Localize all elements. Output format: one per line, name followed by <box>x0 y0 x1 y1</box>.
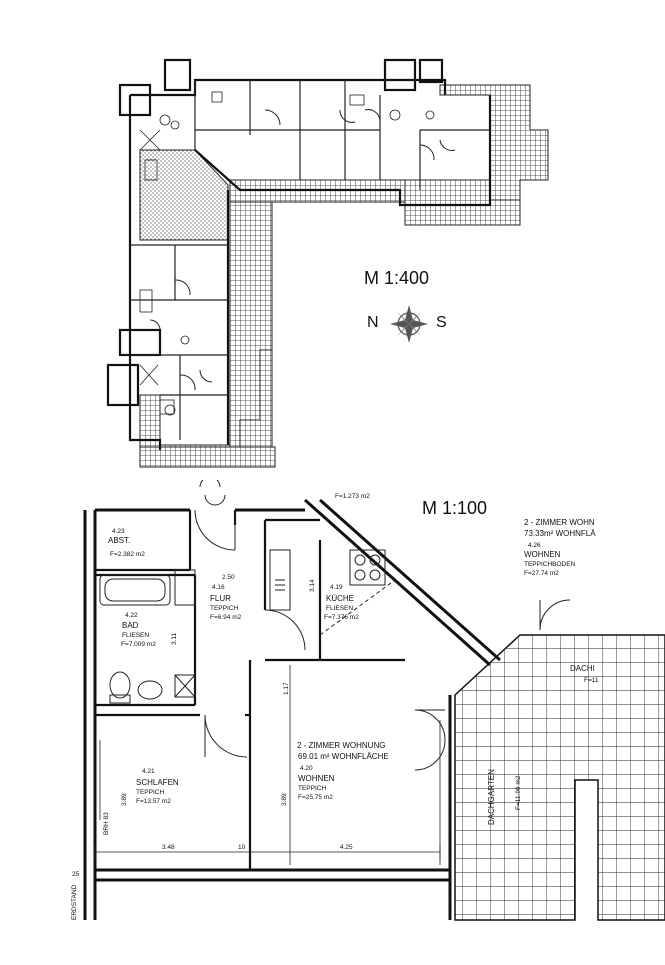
apartment-area: 69.01 m² WOHNFLÄCHE <box>298 752 389 761</box>
dim-left-edge: ERDSTAND <box>71 884 78 920</box>
detail-doors <box>194 476 571 771</box>
room-kueche-area: F=7.376 m2 <box>324 614 359 621</box>
room-schlafen-dim: 3.89 <box>121 793 128 806</box>
room-flur-name: FLUR <box>210 594 231 603</box>
top-area-label: F=1.273 m2 <box>335 493 370 500</box>
terrace-name: DACHGARTEN <box>487 769 496 825</box>
neighbor-floor: TEPPICHBODEN <box>524 561 576 568</box>
room-kueche-number: 4.19 <box>330 584 343 591</box>
room-abst-number: 4.23 <box>112 528 125 535</box>
neighbor-number: 4.26 <box>528 542 541 549</box>
room-bad-dim: 3.11 <box>171 632 178 645</box>
overview-plan: M 1:400 N S <box>0 0 665 480</box>
room-abst-area: F=2.382 m2 <box>110 551 145 558</box>
overview-partitions <box>130 80 490 440</box>
dim-schlafen-width: 3.48 <box>162 844 175 851</box>
detail-dimension-lines <box>94 665 441 865</box>
dim-wall: 10 <box>238 844 246 851</box>
overview-plan-drawing <box>106 58 549 468</box>
room-wohnen-name: WOHNEN <box>298 774 335 783</box>
compass-rose-icon <box>390 305 428 343</box>
compass-north-label: N <box>367 314 379 331</box>
compass-south-label: S <box>436 314 447 331</box>
room-wohnen-area: F=25.75 m2 <box>298 794 333 801</box>
neighbor-room-area: F=27.74 m2 <box>524 570 559 577</box>
room-flur-floor: TEPPICH <box>210 605 238 612</box>
room-wohnen-dim: 3.89 <box>281 793 288 806</box>
overview-fixtures <box>139 91 435 416</box>
room-bad-floor: FLIESEN <box>122 632 149 639</box>
dim-sill: BRH 83 <box>103 812 110 835</box>
room-kueche-dim: 3.14 <box>309 579 316 592</box>
overview-doors <box>149 109 456 391</box>
dim-wohnen-width: 4.25 <box>340 844 353 851</box>
room-flur-number: 4.16 <box>212 584 225 591</box>
neighbor-title: 2 - ZIMMER WOHN <box>524 518 595 527</box>
room-schlafen-floor: TEPPICH <box>136 789 164 796</box>
roof-label: DACHI <box>570 664 595 673</box>
room-bad-area: F=7.009 m2 <box>121 641 156 648</box>
room-schlafen-name: SCHLAFEN <box>136 778 179 787</box>
terrace-tiles <box>454 634 665 921</box>
neighbor-area: 73.33m² WOHNFLÄ <box>524 529 596 538</box>
room-bad-number: 4.22 <box>125 612 138 619</box>
overview-walls <box>106 58 492 450</box>
room-wohnen-floor: TEPPICH <box>298 785 326 792</box>
dim-left-num: 25 <box>72 871 80 878</box>
overview-scale-label: M 1:400 <box>364 268 430 288</box>
terrace-area: F=11.99 m2 <box>515 775 522 810</box>
detail-plan-labels: F=1.273 m2 4.23 ABST. F=2.382 m2 2.50 4.… <box>71 493 599 920</box>
apartment-title: 2 - ZIMMER WOHNUNG <box>297 741 385 750</box>
terrace-bands <box>139 84 549 468</box>
room-flur-note: 2.50 <box>222 574 235 581</box>
stair-hall-hatch <box>139 149 229 241</box>
room-bad-name: BAD <box>122 621 139 630</box>
room-kueche-name: KÜCHE <box>326 594 354 603</box>
roof-area: F=11 <box>584 677 599 684</box>
room-abst-name: ABST. <box>108 536 130 545</box>
room-flur-area: F=6.94 m2 <box>210 614 242 621</box>
room-schlafen-area: F=13.57 m2 <box>136 798 171 805</box>
detail-plan-drawing <box>83 476 665 921</box>
detail-fixtures <box>99 549 386 704</box>
detail-scale-label: M 1:100 <box>422 498 488 518</box>
detail-plan: M 1:100 F=1.273 m2 4.23 ABST. F=2.382 m2… <box>0 476 665 960</box>
room-kueche-floor: FLIESEN <box>326 605 353 612</box>
dim-misc: 1.17 <box>283 682 290 695</box>
neighbor-room-name: WOHNEN <box>524 550 561 559</box>
room-wohnen-number: 4.20 <box>300 765 313 772</box>
room-schlafen-number: 4.21 <box>142 768 155 775</box>
